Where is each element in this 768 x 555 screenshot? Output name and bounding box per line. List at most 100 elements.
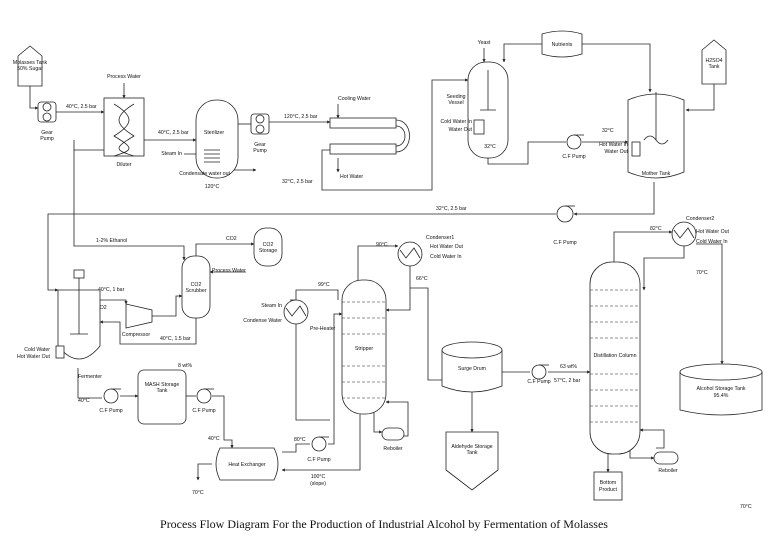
aldehyde-storage-label: Aldehyde Storage (451, 444, 492, 450)
stream-label-40c-2-5bar-a: 40°C, 2.5 bar (66, 104, 97, 110)
co2-label-a: CO2 (226, 236, 237, 242)
heat-exchanger: Heat Exchanger (215, 447, 279, 481)
co2-storage: CO2 Storage (253, 227, 283, 267)
distillation-column: Distillation Column (589, 261, 641, 455)
stream-label-57c-2bar: 57°C, 2 bar (554, 378, 581, 384)
condenser-2: 82°C Condenser2 Hot Water Out Cold Water… (650, 216, 730, 276)
h2so4-tank-label: Tank (709, 64, 720, 70)
stream-label-120c-2-5bar: 120°C, 2.5 bar (284, 114, 318, 120)
stream-label-8wt: 8 wt% (178, 363, 193, 369)
cold-water-in-label-3: Cold Water In (696, 239, 728, 245)
cf-pump-mother: C.F Pump (553, 205, 577, 246)
co2-scrubber: CO2 Scrubber (181, 255, 211, 319)
condense-water-label: Condense Water (243, 318, 282, 324)
stream-label-70c-c: 70°C (740, 504, 752, 510)
stream-label-slope: (slope) (310, 481, 326, 487)
alcohol-storage-purity-label: 95.4% (714, 393, 729, 399)
alcohol-storage-label: Alcohol Storage Tank (697, 386, 746, 392)
water-out-label-1: Water Out (449, 127, 473, 133)
gear-pump-2: Gear Pump (250, 113, 270, 154)
stream-label-70c-a: 70°C (192, 490, 204, 496)
co2-scrubber-label-2: Scrubber (185, 288, 206, 294)
condensate-out-label: Condensate water out (179, 171, 230, 177)
cf-pump-ferm: C.F Pump (99, 388, 123, 414)
hot-water-label-1: Hot Water (340, 174, 363, 180)
sterilizer-label: Sterilizer (204, 130, 224, 136)
seeding-vessel: Yeast Seeding Vessel Cold Water In Water… (440, 40, 509, 159)
stream-label-66c: 66°C (416, 276, 428, 282)
cf-pump-hx-label: C.F Pump (307, 457, 330, 463)
cf-pump-hx: C.F Pump (307, 436, 331, 463)
alcohol-storage-tank: Alcohol Storage Tank 95.4% (679, 363, 763, 416)
gear-pump-1: Gear Pump (37, 101, 57, 142)
stream-label-70c-b: 70°C (696, 270, 708, 276)
mother-tank-label: Mother Tank (642, 171, 671, 177)
condenser-1: 90°C Condenser1 Hot Water Out Cold Water… (376, 235, 464, 282)
process-water-label-1: Process Water (107, 74, 141, 80)
gear-pump-1-label-2: Pump (40, 136, 54, 142)
co2-storage-label-2: Storage (259, 248, 277, 254)
mash-storage-label-2: Tank (157, 388, 168, 394)
gear-pump-2-label-2: Pump (253, 148, 267, 154)
cf-pump-mash: C.F Pump (192, 388, 216, 414)
mash-storage-tank: MASH Storage Tank (137, 369, 187, 425)
cf-pump-surge-label: C.F Pump (527, 379, 550, 385)
hot-water-out-label-1: Hot Water Out (430, 244, 464, 250)
mash-storage-label: MASH Storage (145, 382, 180, 388)
stream-label-99c: 99°C (318, 282, 330, 288)
hot-water-out-ferm-label: Hot Water Out (17, 354, 51, 360)
cold-water-in-label-2: Cold Water In (430, 254, 462, 260)
diluter: Process Water Diluter (103, 74, 145, 168)
stream-label-82c: 82°C (650, 226, 662, 232)
stream-label-100c: 100°C (311, 474, 326, 480)
condenser-2-label: Condenser2 (686, 216, 714, 222)
fermenter: Cold Water Hot Water Out Fermenter (17, 269, 102, 380)
stream-label-32c-2-5bar-a: 32°C, 2.5 bar (282, 179, 313, 185)
cf-pump-seed: C.F Pump (562, 134, 586, 160)
pre-heater: 99°C Steam In Condense Water Pre-Heater (243, 282, 335, 332)
bottom-product: Bottom Product (593, 471, 623, 501)
diluter-label: Diluter (117, 162, 132, 168)
cf-pump-mash-label: C.F Pump (192, 408, 215, 414)
seeding-vessel-temp-label: 32°C (484, 144, 496, 150)
cf-pump-mother-label: C.F Pump (553, 240, 576, 246)
molasses-tank: Molasses Tank 50% Sugar (13, 45, 48, 87)
compressor-label: Compressor (122, 332, 151, 338)
seeding-vessel-label-2: Vessel (448, 100, 463, 106)
stripper: Stripper (341, 279, 387, 415)
h2so4-label: H2SO4 (705, 58, 722, 64)
stream-label-40c-1-5bar: 40°C, 1.5 bar (160, 336, 191, 342)
stream-label-90c: 90°C (376, 242, 388, 248)
reboiler-2: Reboiler (653, 451, 679, 474)
co2-scrubber-label: CO2 (191, 282, 202, 288)
stream-lines (29, 43, 724, 481)
co2-label-b: CO2 (96, 305, 107, 311)
cold-water-in-label-1: Cold Water In (440, 119, 472, 125)
hot-water-in-label: Hot Water In (599, 142, 628, 148)
pre-heater-label: Pre-Heater (310, 326, 336, 332)
process-water-label-2: Process Water (212, 268, 246, 274)
mother-tank: Hot Water In Water Out Mother Tank (599, 92, 685, 179)
compressor: Compressor (122, 303, 153, 338)
molasses-tank-sugar-label: 50% Sugar (17, 66, 43, 72)
fermenter-label: Fermenter (78, 374, 102, 380)
sterilizer-temp-label: 120°C (205, 184, 220, 190)
diagram-caption: Process Flow Diagram For the Production … (160, 517, 608, 531)
stream-label-32c-b: 32°C (602, 128, 614, 134)
water-out-label-2: Water Out (605, 149, 629, 155)
bottom-product-label: Bottom (600, 480, 616, 486)
stream-label-40c-a: 40°C (78, 398, 90, 404)
cooler-exchanger: Cooling Water Hot Water (329, 96, 410, 180)
hot-water-out-label-2: Hot Water Out (696, 229, 730, 235)
cooling-water-label: Cooling Water (338, 96, 371, 102)
cf-pump-ferm-label: C.F Pump (99, 408, 122, 414)
stripper-label: Stripper (355, 346, 373, 352)
surge-drum-label: Surge Drum (458, 366, 486, 372)
h2so4-tank: H2SO4 Tank (701, 39, 727, 85)
stream-label-32c-2-5bar-b: 32°C, 2.5 bar (436, 206, 467, 212)
steam-in-label-1: Steam In (161, 151, 182, 157)
gear-pump-2-label: Gear (254, 142, 266, 148)
cf-pump-seed-label: C.F Pump (562, 154, 585, 160)
nutrients-label: Nutrients (552, 42, 573, 48)
stream-label-40c-b: 40°C (208, 436, 220, 442)
